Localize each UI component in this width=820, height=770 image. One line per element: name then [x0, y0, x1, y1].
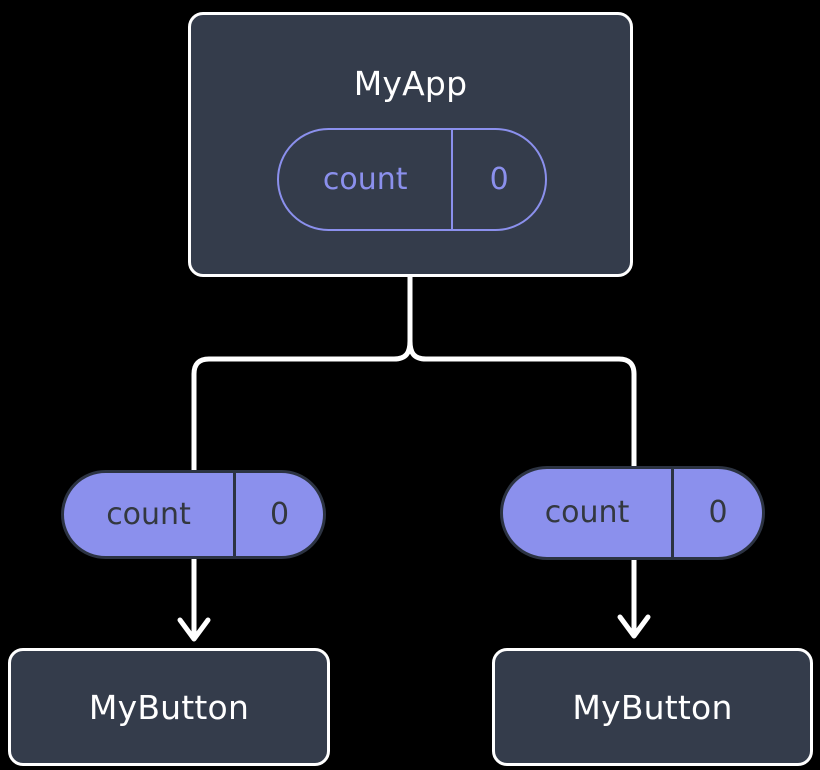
- state-pill-value: 0: [708, 495, 728, 530]
- widget-title-mybutton: MyButton: [88, 687, 250, 727]
- state-pill-left-count[interactable]: count 0: [61, 470, 326, 559]
- state-pill-right-count[interactable]: count 0: [500, 466, 765, 560]
- widget-node-mybutton-left[interactable]: MyButton: [8, 648, 330, 766]
- arrow-left-pill-to-mybutton: [177, 559, 211, 642]
- widget-title-myapp: MyApp: [353, 64, 468, 103]
- state-pill-key: count: [279, 130, 454, 229]
- widget-node-mybutton-right[interactable]: MyButton: [492, 648, 813, 766]
- state-pill-value: 0: [269, 496, 290, 532]
- state-pill-value: 0: [489, 161, 509, 197]
- tree-connector-path: [191, 274, 637, 473]
- widget-node-myapp[interactable]: MyApp: [188, 12, 633, 277]
- state-pill-key: count: [64, 473, 237, 556]
- state-pill-myapp-count[interactable]: count 0: [277, 128, 547, 231]
- arrow-right-pill-to-mybutton: [617, 560, 651, 639]
- widget-title-mybutton: MyButton: [572, 687, 733, 727]
- state-pill-key: count: [503, 469, 675, 557]
